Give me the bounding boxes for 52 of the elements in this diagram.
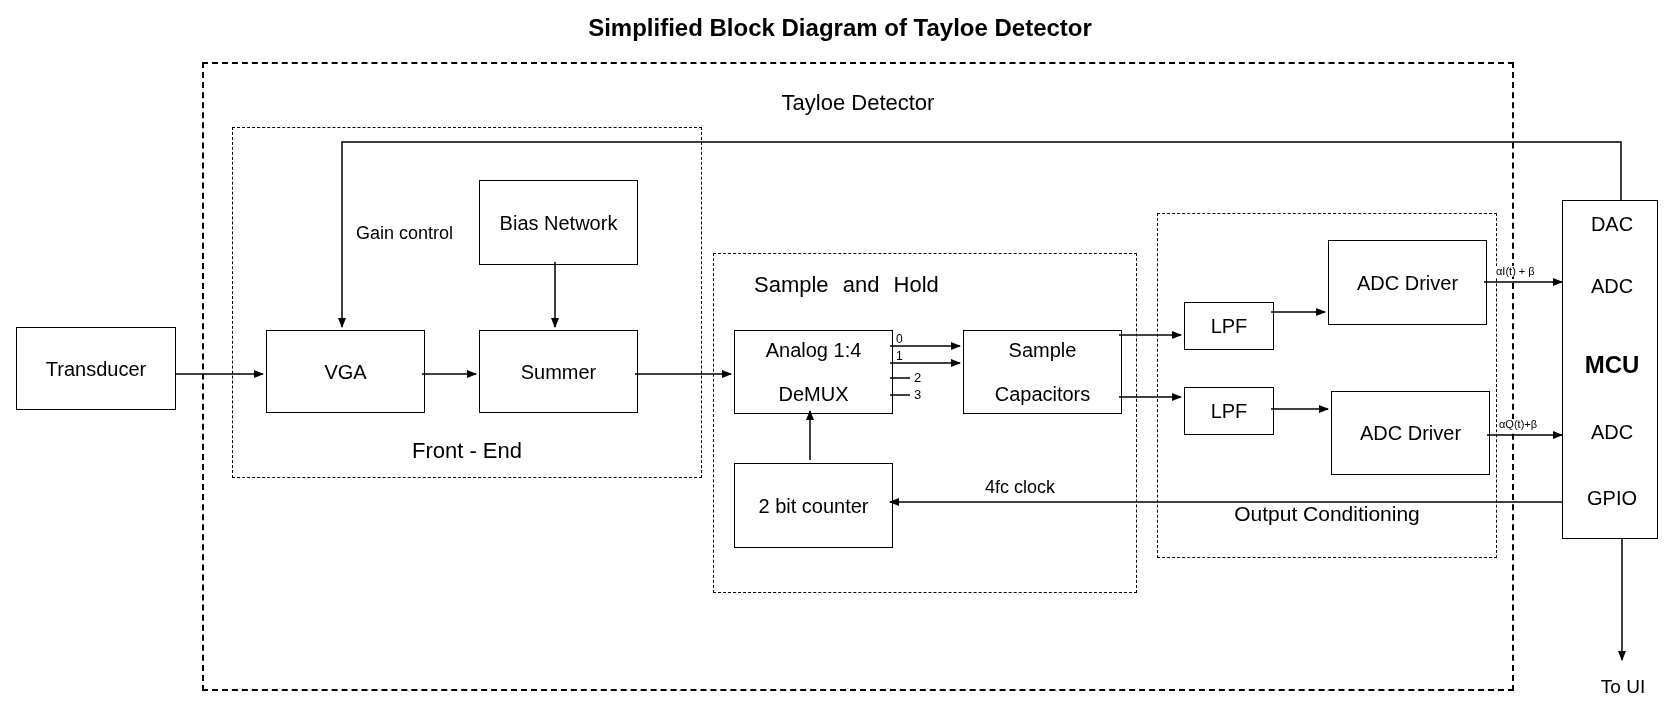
- edge-label: Gain control: [356, 224, 455, 242]
- pin-label: ADC: [1589, 274, 1635, 299]
- signal-stub: [889, 377, 911, 379]
- dashed-group-frame: [713, 253, 1137, 593]
- block-box: Sample Capacitors: [963, 330, 1122, 414]
- arrow: [889, 498, 1563, 506]
- block-box: Transducer: [16, 327, 176, 410]
- arrow: [421, 370, 477, 378]
- edge-label: 3: [914, 388, 922, 401]
- edge-label: 0: [896, 333, 903, 345]
- block-box: Bias Network: [479, 180, 638, 265]
- pin-label: ADC: [1589, 420, 1635, 445]
- block-box: ADC Driver: [1331, 391, 1490, 475]
- dashed-group-frame: [232, 127, 702, 478]
- arrow: [1618, 538, 1626, 661]
- pin-label: DAC: [1589, 212, 1635, 237]
- edge-label: αQ(t)+β: [1499, 419, 1538, 430]
- arrow: [175, 370, 264, 378]
- block-box: Analog 1:4 DeMUX: [734, 330, 893, 414]
- block-title: MCU: [1583, 350, 1641, 380]
- block-box: ADC Driver: [1328, 240, 1487, 325]
- arrow: [889, 342, 961, 350]
- block-box: VGA: [266, 330, 425, 413]
- group-title: Front - End: [410, 437, 523, 465]
- arrow: [1486, 431, 1563, 439]
- block-box: Summer: [479, 330, 638, 413]
- group-title: Output Conditioning: [1233, 500, 1421, 527]
- diagram-title: Simplified Block Diagram of Tayloe Detector: [587, 13, 1093, 43]
- block-box: 2 bit counter: [734, 463, 893, 548]
- arrow: [1270, 405, 1329, 413]
- arrow: [1118, 331, 1182, 339]
- edge-label: 4fc clock: [985, 478, 1056, 496]
- pin-label: GPIO: [1586, 486, 1638, 511]
- output-label: To UI: [1600, 675, 1646, 699]
- arrow: [1270, 308, 1326, 316]
- arrow: [806, 410, 814, 461]
- arrow: [338, 141, 1622, 328]
- signal-stub: [889, 394, 911, 396]
- arrow: [634, 370, 732, 378]
- dashed-group-frame: [1157, 213, 1497, 558]
- block-box: LPF: [1184, 387, 1274, 435]
- group-title: Tayloe Detector: [780, 89, 936, 117]
- mcu-block: [1562, 200, 1658, 539]
- arrow: [889, 359, 961, 367]
- edge-label: 1: [896, 350, 903, 362]
- block-box: LPF: [1184, 302, 1274, 350]
- arrow: [1118, 393, 1182, 401]
- arrow: [1483, 278, 1563, 286]
- edge-label: 2: [914, 371, 922, 384]
- group-title: Sample and Hold: [754, 271, 939, 299]
- edge-label: αI(t) + β: [1496, 266, 1535, 277]
- arrow: [551, 261, 559, 328]
